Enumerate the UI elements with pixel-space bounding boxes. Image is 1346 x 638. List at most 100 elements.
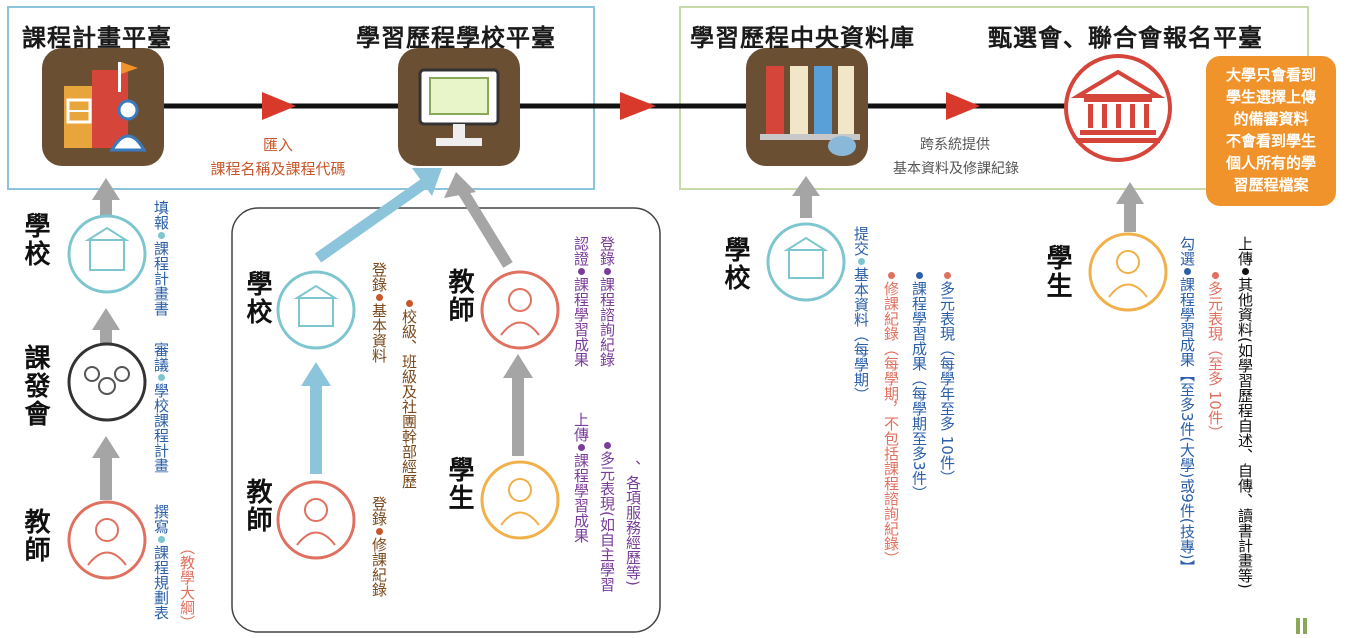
note-line: 個人所有的學	[1225, 154, 1316, 172]
action-text: 撰寫	[152, 504, 170, 534]
middle-student-role: 學生	[444, 456, 474, 512]
school-platform-group	[231, 207, 661, 633]
middle-teacher-bottom-text: 登錄修課紀錄	[370, 496, 388, 597]
right-school-text-1: 提交基本資料（每學期）	[852, 226, 870, 402]
corner-mark	[1296, 618, 1300, 634]
action-text: 上傳	[572, 412, 590, 442]
action-text: 審議	[152, 342, 170, 372]
middle-student-text-1: 上傳課程學習成果	[572, 412, 590, 543]
right-student-text-1: 勾選課程學習成果【至多3件(大學)或9件(技專)】	[1178, 236, 1196, 575]
bullet-dot	[157, 536, 165, 543]
middle-student-text-3: 、各項服務經歷等)	[624, 460, 642, 586]
right-student-text-2: 多元表現（至多 10件）	[1206, 270, 1224, 440]
action-text: 上傳	[1236, 236, 1254, 266]
note-line: 不會看到學生	[1225, 132, 1316, 150]
middle-teacher-bottom-circle	[276, 480, 356, 560]
course-platform-frame	[7, 6, 595, 190]
teacher-note: （教學大綱）	[178, 540, 196, 630]
middle-arrows	[301, 168, 533, 474]
left-school-role: 學校	[20, 212, 50, 268]
bullet-dot	[857, 258, 865, 265]
right-student-circle	[1088, 232, 1168, 312]
middle-teacher-top-text-2: 認證課程學習成果	[572, 236, 590, 367]
middle-teacher-top-text-1: 登錄課程諮詢紀錄	[598, 236, 616, 367]
item-text: 課程計畫書	[152, 241, 170, 316]
item-text: 其他資料(如學習歷程自述、自傳、讀書計畫等)	[1236, 277, 1254, 589]
central-db-title: 學習歷程中央資料庫	[690, 24, 915, 52]
item-text: 修課紀錄	[370, 537, 388, 597]
item-text: 基本資料（每學期）	[852, 267, 870, 402]
right-school-role: 學校	[720, 236, 750, 292]
middle-student-text-2: 多元表現(如自主學習	[598, 440, 616, 592]
action-text: 填報	[152, 200, 170, 230]
action-text: 認證	[572, 236, 590, 266]
item-text: 課程學習成果	[572, 453, 590, 543]
item-text: 課程學習成果（每學期至多3件）	[910, 281, 928, 501]
right-student-text-3: 上傳其他資料(如學習歷程自述、自傳、讀書計畫等)	[1236, 236, 1254, 589]
middle-school-text-2: 校級、班級及社團幹部經歷	[400, 298, 418, 489]
bullet-dot	[375, 294, 383, 301]
bullet-dot	[943, 272, 951, 279]
note-line: 習歷程檔案	[1233, 176, 1309, 194]
bullet-dot	[577, 444, 585, 451]
note-line: 的備審資料	[1233, 110, 1309, 128]
item-text: 多元表現（至多 10件）	[1206, 281, 1224, 440]
action-text: 登錄	[370, 262, 388, 292]
bullet-dot	[405, 300, 413, 307]
right-student-role: 學生	[1042, 244, 1072, 300]
flow-arrow-3	[946, 92, 980, 120]
bullet-dot	[603, 442, 611, 449]
bullet-dot	[157, 374, 165, 381]
bullet-dot	[887, 272, 895, 279]
action-text: 登錄	[370, 496, 388, 526]
cross-system-label: 跨系統提供	[920, 137, 990, 153]
left-school-text: 填報課程計畫書	[152, 200, 170, 316]
middle-school-circle	[276, 270, 356, 350]
note-line: 學生選擇上傳	[1225, 88, 1316, 106]
admission-note: 大學只會看到 學生選擇上傳 的備審資料 不會看到學生 個人所有的學 習歷程檔案	[1206, 56, 1336, 206]
cross-system-detail-label: 基本資料及修課紀錄	[893, 161, 1019, 177]
action-text: 提交	[852, 226, 870, 256]
item-text: 課程學習成果	[572, 277, 590, 367]
left-teacher-circle	[67, 500, 147, 580]
bullet-dot	[157, 232, 165, 239]
item-text: 課程學習成果	[1178, 277, 1196, 367]
left-school-circle	[67, 214, 147, 294]
course-plan-title: 課程計畫平臺	[22, 24, 172, 52]
item-text: 課程諮詢紀錄	[598, 277, 616, 367]
committee-role: 課發會	[20, 344, 50, 428]
middle-teacher-bottom-role: 教師	[242, 478, 272, 534]
bullet-dot	[375, 528, 383, 535]
bullet-dot	[1211, 272, 1219, 279]
middle-teacher-top-circle	[480, 270, 560, 350]
item-text: 多元表現（每學年至多 10件）	[938, 281, 956, 485]
flow-arrow-2	[620, 92, 656, 120]
course-plan-tile	[42, 48, 164, 166]
admission-platform-title: 甄選會、聯合會報名平臺	[988, 24, 1263, 52]
bullet-dot	[577, 268, 585, 275]
school-platform-title: 學習歷程學校平臺	[356, 24, 556, 52]
item-text: 學校課程計畫	[152, 383, 170, 473]
item-text: 修課紀錄（每學期，不包括課程諮詢紀錄）	[882, 281, 900, 566]
bullet-dot	[915, 272, 923, 279]
right-school-text-4: 多元表現（每學年至多 10件）	[938, 270, 956, 485]
right-school-text-3: 課程學習成果（每學期至多3件）	[910, 270, 928, 501]
action-text: 勾選	[1178, 236, 1196, 266]
flow-arrow-1	[262, 92, 296, 120]
left-teacher-text: 撰寫課程規劃表	[152, 504, 170, 620]
import-label: 匯入	[262, 136, 293, 154]
item-text: 基本資料	[370, 303, 388, 363]
item-text: 校級、班級及社團幹部經歷	[400, 309, 418, 489]
right-school-text-2: 修課紀錄（每學期，不包括課程諮詢紀錄）	[882, 270, 900, 566]
item-text: 課程規劃表	[152, 545, 170, 620]
bank-icon	[1064, 54, 1172, 162]
item-text: 多元表現(如自主學習	[598, 451, 616, 592]
bullet-dot	[1183, 268, 1191, 275]
bullet-dot	[1241, 268, 1249, 275]
school-platform-tile	[398, 48, 520, 166]
central-db-tile	[746, 48, 868, 166]
import-detail-label: 課程名稱及課程代碼	[210, 160, 346, 178]
middle-school-text: 登錄基本資料	[370, 262, 388, 363]
middle-teacher-top-role: 教師	[444, 268, 474, 324]
